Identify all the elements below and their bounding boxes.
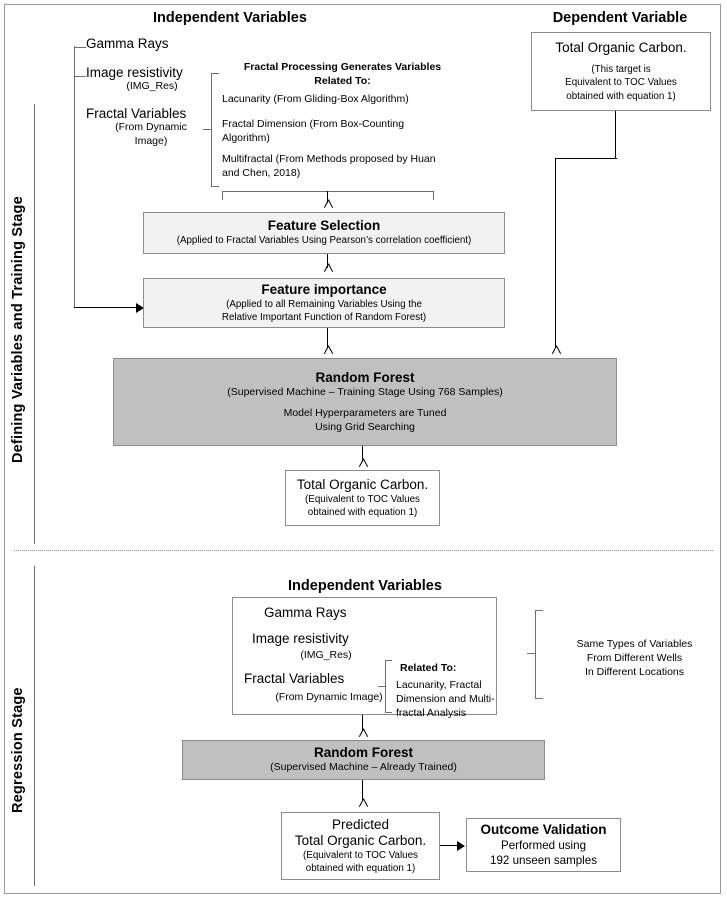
input-item-image-resistivity-sub: (IMG_Res) [126,80,178,92]
random-forest-training-extra-line1: Model Hyperparameters are Tuned [283,406,447,419]
outcome-validation-box: Outcome Validation Performed using 192 u… [466,818,621,872]
side-note-line2: From Different Wells [586,652,683,664]
related-note-line1: Lacunarity, Fractal [396,679,482,691]
regression-input-fractal-variables-sub: (From Dynamic Image) [275,691,383,703]
training-input-list: Gamma Rays Image resistivity (IMG_Res) F… [86,36,236,149]
random-forest-training-sub: (Supervised Machine – Training Stage Usi… [227,385,503,398]
related-note-title: Related To: [400,662,457,674]
side-note-bracket-spine [535,610,536,698]
feature-importance-title: Feature importance [261,281,387,297]
dependent-variable-line1: (This target is [591,64,651,76]
input-list-spine [74,46,75,308]
random-forest-regression-title: Random Forest [313,744,413,760]
feature-importance-sub-line2: Relative Important Function of Random Fo… [221,312,427,324]
header-dependent-variable: Dependent Variable [552,10,688,26]
training-output-line1: (Equivalent to TOC Values [305,493,420,505]
outcome-validation-line2: 192 unseen samples [490,854,597,868]
stage-divider [14,550,713,551]
arrow-predicted-to-validation [457,841,465,851]
related-note-bracket-top [385,660,392,661]
random-forest-training-extra-line2: Using Grid Searching [315,420,415,433]
regression-input-fractal-variables: Fractal Variables [244,671,345,686]
figure-border [4,4,721,894]
dependent-variable-title: Total Organic Carbon. [555,40,687,56]
predicted-output-line2: Total Organic Carbon. [294,832,427,848]
side-note-line3: In Different Locations [584,666,685,678]
fractal-note-bracket-top [211,73,219,74]
fractal-note-bracket-spine [211,73,212,186]
stage-label-regression: Regression Stage [10,687,26,813]
feature-importance-box: Feature importance (Applied to all Remai… [143,278,505,328]
input-item-image-resistivity: Image resistivity [86,65,183,80]
fractal-note-title: Fractal Processing Generates Variables R… [243,61,442,88]
fs-to-fi-line [327,254,328,268]
feature-selection-title: Feature Selection [267,218,381,234]
predicted-output-line1: Predicted [331,816,390,832]
regression-input-box [232,597,497,715]
side-note-line1: Same Types of Variables [576,638,693,650]
outcome-validation-line1: Performed using [500,839,587,853]
rf-regression-to-predicted-line [362,780,363,800]
tick-gamma-rays [74,47,86,48]
random-forest-training-box: Random Forest (Supervised Machine – Trai… [113,358,617,446]
fractal-collect-stem [327,191,328,203]
related-note-bracket-spine [385,660,386,712]
dependent-variable-box: Total Organic Carbon. (This target is Eq… [531,32,711,111]
random-forest-regression-sub: (Supervised Machine – Already Trained) [270,761,457,774]
random-forest-regression-box: Random Forest (Supervised Machine – Alre… [182,740,545,780]
feature-selection-box: Feature Selection (Applied to Fractal Va… [143,212,505,254]
tick-image-resistivity [74,76,86,77]
dep-arrow-seg1 [615,111,616,159]
input-item-fractal-variables: Fractal Variables [86,105,187,121]
related-note-bracket-bottom [385,712,392,713]
predicted-output-line3: (Equivalent to TOC Values [303,849,418,861]
side-note-bracket-top [535,610,543,611]
side-note-bracket-bottom [535,698,543,699]
reg-inputs-to-rf-line [362,715,363,731]
fractal-note-item-multifractal: Multifractal (From Methods proposed by H… [222,153,436,180]
related-note-bracket-stub [378,686,385,687]
header-independent-variables-training: Independent Variables [153,10,307,26]
arrow-inputs-to-feature-importance-line [74,307,136,308]
related-note-line3: fractal Analysis [396,707,467,719]
predicted-output-box: Predicted Total Organic Carbon. (Equival… [281,812,440,880]
rf-to-output-line [362,446,363,462]
fractal-collect-bracket-right [433,191,434,200]
training-output-title: Total Organic Carbon. [296,476,429,492]
fi-to-rf-line [327,328,328,348]
predicted-to-validation-line [440,845,458,846]
regression-input-image-resistivity: Image resistivity [252,631,349,646]
feature-selection-sub: (Applied to Fractal Variables Using Pear… [176,235,472,247]
fractal-note-item-lacunarity: Lacunarity (From Gliding-Box Algorithm) [222,93,409,105]
training-output-box: Total Organic Carbon. (Equivalent to TOC… [285,470,440,526]
related-note-line2: Dimension and Multi- [396,693,495,705]
regression-input-gamma-rays: Gamma Rays [264,605,347,620]
random-forest-training-title: Random Forest [315,369,415,385]
arrow-inputs-to-feature-importance-head [136,303,144,313]
training-output-line2: obtained with equation 1) [307,506,418,518]
dependent-variable-line3: obtained with equation 1) [566,90,676,102]
dep-arrow-seg2 [555,158,617,159]
predicted-output-line4: obtained with equation 1) [305,862,416,874]
fractal-collect-bracket-left [222,191,223,200]
fractal-collect-bracket-top [222,191,434,192]
side-note-bracket-stub [527,653,535,654]
stage-label-regression-rule [34,566,35,886]
stage-label-training-rule [34,104,35,544]
header-independent-variables-regression: Independent Variables [288,578,442,594]
input-item-gamma-rays: Gamma Rays [86,36,169,51]
feature-importance-sub-line1: (Applied to all Remaining Variables Usin… [226,298,422,310]
stage-label-training: Defining Variables and Training Stage [10,196,26,464]
dep-arrow-seg3 [555,158,556,348]
outcome-validation-title: Outcome Validation [480,821,607,837]
fractal-note-item-fractal-dimension: Fractal Dimension (From Box-Counting Alg… [222,118,405,145]
fractal-note-bracket-bottom [211,186,219,187]
regression-input-img-res-sub: (IMG_Res) [300,649,352,661]
dependent-variable-line2: Equivalent to TOC Values [565,77,677,89]
fractal-note-bracket-stub [203,129,211,130]
